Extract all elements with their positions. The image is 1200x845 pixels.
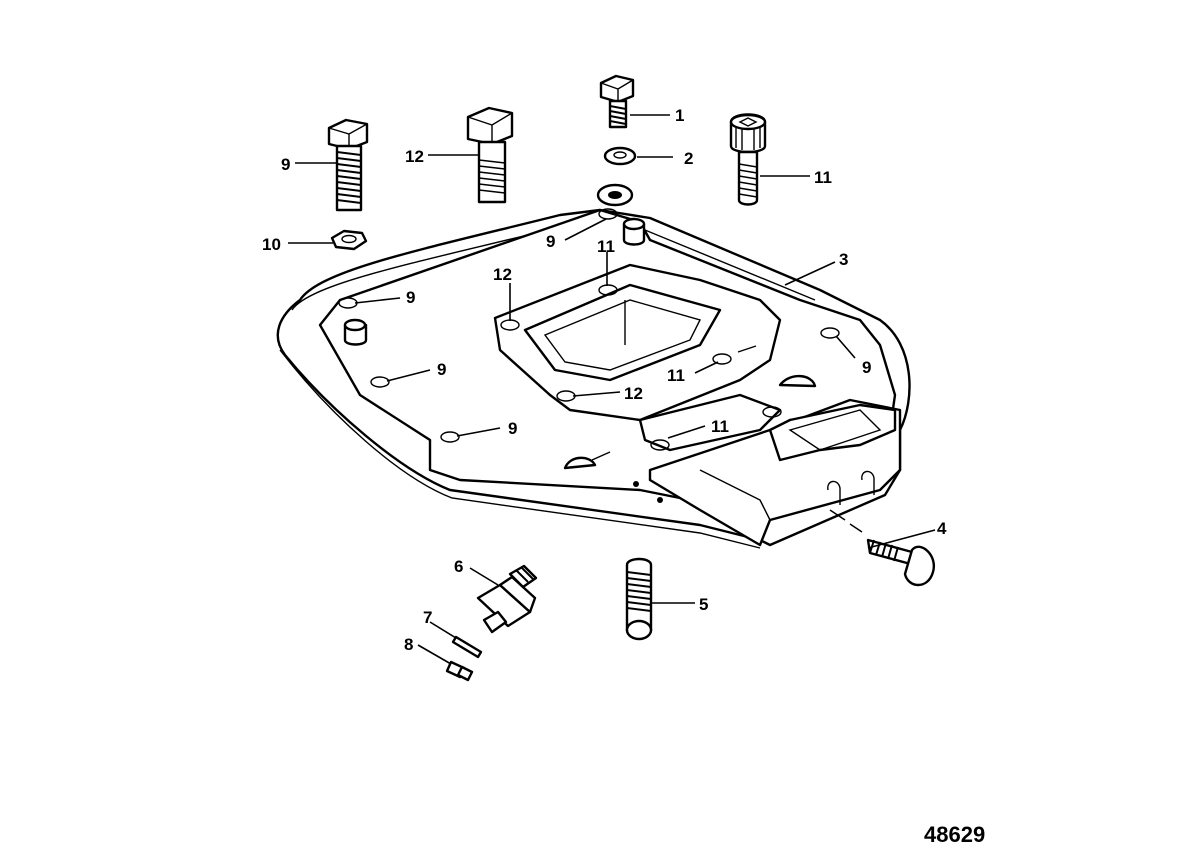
- callout-8: 8: [404, 635, 413, 654]
- callout-3: 3: [839, 250, 848, 269]
- callout-6: 6: [454, 557, 463, 576]
- callout-9-bolt: 9: [281, 155, 290, 174]
- nut-part-10: [330, 229, 368, 251]
- callout-2: 2: [684, 149, 693, 168]
- callout-4: 4: [937, 519, 947, 538]
- adapter-plate: [276, 183, 911, 549]
- callout-5: 5: [699, 595, 708, 614]
- hex-bolt-part-9: [327, 118, 369, 212]
- stud-part-5: [625, 557, 653, 641]
- callout-11-bracket: 11: [711, 417, 729, 436]
- callout-9-top: 9: [546, 232, 555, 251]
- leader-lines: [288, 114, 936, 665]
- callout-7: 7: [423, 608, 432, 627]
- callout-12-flange-left: 12: [493, 265, 512, 284]
- callout-11-flange-right: 11: [667, 366, 685, 385]
- callout-1: 1: [675, 106, 684, 125]
- callout-9-left-lower: 9: [508, 419, 517, 438]
- callout-10: 10: [262, 235, 281, 254]
- callout-9-left-middle: 9: [437, 360, 446, 379]
- socket-screw-part-11: [729, 113, 767, 206]
- hex-bolt-part-1: [599, 74, 635, 129]
- sensor-part-6: [476, 564, 538, 634]
- callouts: 1 2 3 4 5 6 7 8 9 10 12 11 9 9 9 9 9 11 …: [262, 106, 947, 654]
- hex-bolt-part-12: [466, 106, 514, 204]
- callout-12-flange-bottom: 12: [624, 384, 643, 403]
- callout-11-screw: 11: [814, 168, 832, 187]
- callout-11-flange-top: 11: [597, 237, 615, 256]
- figure-id: 48629: [924, 822, 985, 845]
- pin-part-7: [451, 635, 483, 659]
- carriage-bolt-part-4: [829, 509, 936, 587]
- connector-part-8: [445, 660, 474, 682]
- callout-12-bolt: 12: [405, 147, 424, 166]
- callout-9-left-upper: 9: [406, 288, 415, 307]
- lock-washer-part-2: [603, 146, 637, 166]
- callout-9-right: 9: [862, 358, 871, 377]
